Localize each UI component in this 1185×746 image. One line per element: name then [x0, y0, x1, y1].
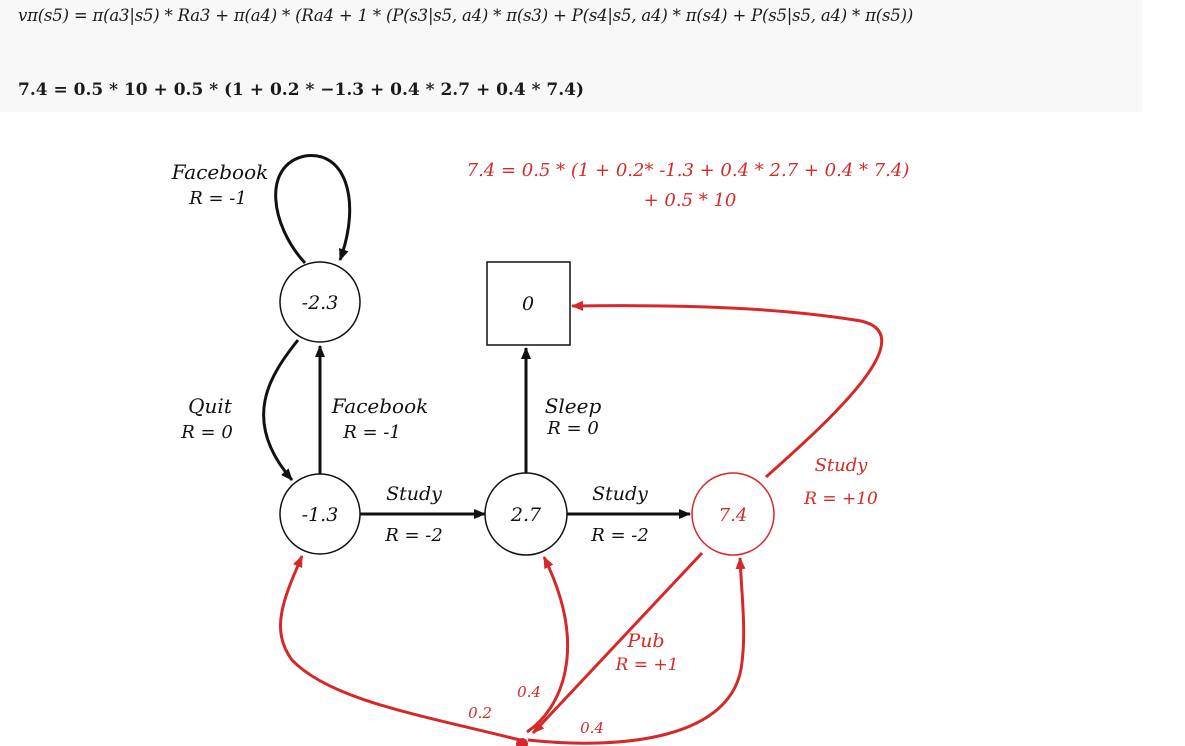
study2-reward: R = -2: [590, 525, 649, 546]
class2-state-node: [484, 472, 568, 556]
pub-reward: R = +1: [615, 655, 679, 675]
study1-reward: R = -2: [384, 525, 443, 546]
study3-action: Study: [815, 455, 869, 476]
study3-edge: [571, 300, 884, 479]
pub-to-class1-edge: [278, 555, 521, 742]
value-function-formula: vπ(s5) = π(a3|s5) * Ra3 + π(a4) * (Ra4 +…: [18, 6, 914, 25]
prob-to-class2: 0.4: [517, 683, 541, 701]
facebook-state-node: [279, 261, 361, 343]
class3-state-node: [691, 472, 775, 556]
study3-reward: R = +10: [803, 489, 878, 509]
annotation-line-2: + 0.5 * 10: [644, 190, 737, 211]
pub-action: Pub: [626, 630, 664, 652]
facebook-loop-reward: R = -1: [188, 188, 247, 209]
pub-to-class3-edge: [527, 557, 746, 745]
facebook-loop-edge: [274, 154, 352, 265]
class3-state-value: 7.4: [719, 505, 748, 526]
sleep-action: Sleep: [545, 394, 602, 418]
quit-action: Quit: [188, 394, 233, 418]
facebook-reward: R = -1: [342, 422, 401, 443]
class1-state-value: -1.3: [302, 504, 339, 526]
sleep-reward: R = 0: [546, 418, 599, 439]
sleep-state-node: [486, 261, 571, 346]
prob-to-class3: 0.4: [580, 719, 604, 737]
value-function-numeric: 7.4 = 0.5 * 10 + 0.5 * (1 + 0.2 * −1.3 +…: [18, 80, 585, 100]
pub-to-class2-edge: [526, 556, 569, 734]
class1-state-node: [279, 473, 361, 555]
sleep-state-value: 0: [522, 293, 534, 315]
annotation-line-1: 7.4 = 0.5 * (1 + 0.2* -1.3 + 0.4 * 2.7 +…: [467, 160, 910, 181]
quit-edge: [262, 339, 300, 481]
study1-action: Study: [386, 483, 442, 505]
pub-edge: [531, 551, 704, 735]
class2-state-value: 2.7: [510, 504, 542, 526]
prob-to-class1: 0.2: [468, 704, 492, 722]
pub-chance-node: [516, 738, 528, 746]
equation-panel: vπ(s5) = π(a3|s5) * Ra3 + π(a4) * (Ra4 +…: [0, 0, 1142, 112]
study2-action: Study: [592, 483, 648, 505]
facebook-action: Facebook: [331, 394, 428, 418]
facebook-state-value: -2.3: [302, 292, 339, 314]
quit-reward: R = 0: [180, 422, 233, 443]
facebook-loop-action: Facebook: [171, 160, 268, 184]
